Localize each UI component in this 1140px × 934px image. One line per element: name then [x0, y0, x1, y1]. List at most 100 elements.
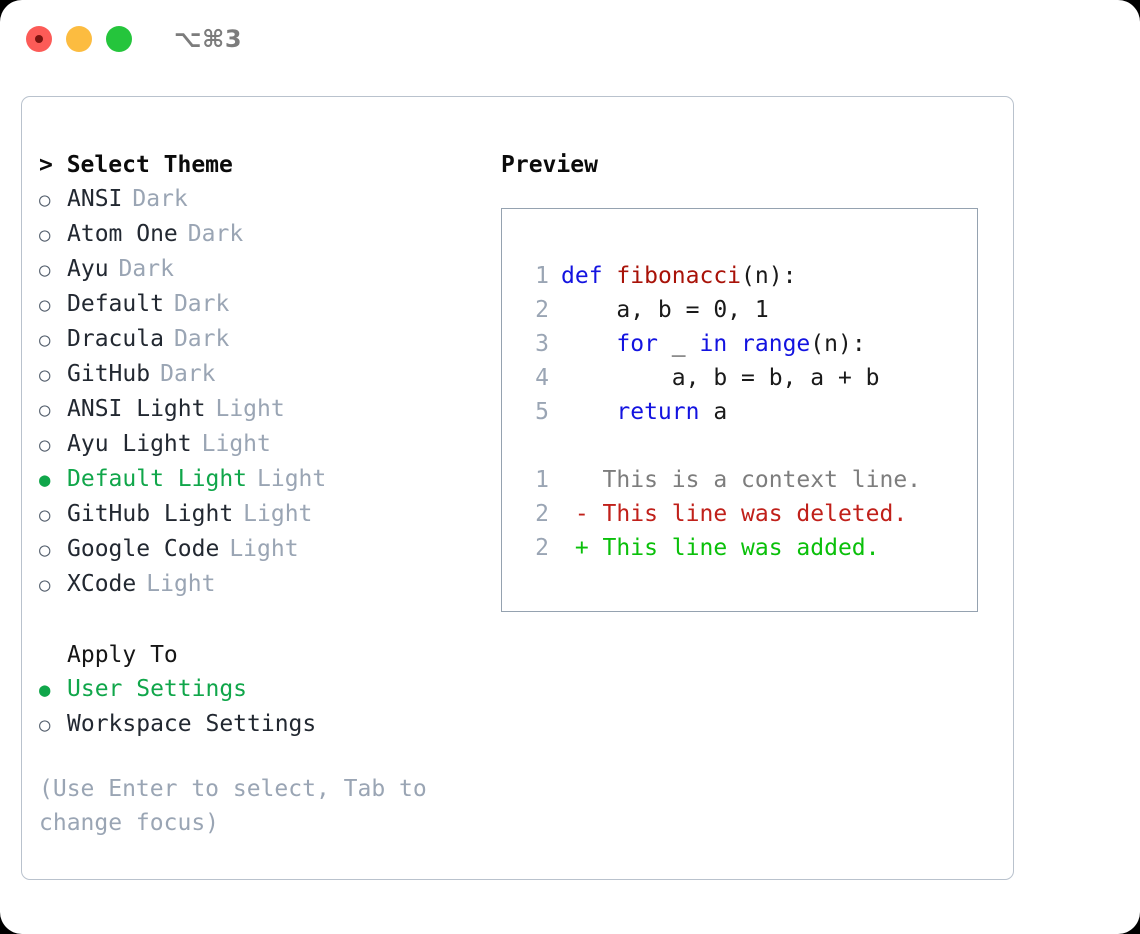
- theme-name-label: XCode: [67, 571, 137, 597]
- theme-list-item[interactable]: ○ Google Code Light: [39, 532, 489, 567]
- select-theme-heading-label: Select Theme: [66, 152, 233, 178]
- theme-name-label: GitHub Light: [67, 501, 234, 527]
- theme-list-item[interactable]: ○ Ayu Dark: [39, 252, 489, 287]
- theme-variant-badge: Light: [201, 431, 271, 457]
- zoom-button-icon[interactable]: [106, 26, 132, 52]
- theme-list-item[interactable]: ○ GitHub Light Light: [39, 497, 489, 532]
- theme-variant-badge: Light: [229, 536, 299, 562]
- code-line: 5 return a: [515, 395, 921, 429]
- traffic-lights: [26, 26, 132, 52]
- radio-unselected-icon: ○: [39, 224, 51, 246]
- theme-variant-badge: Light: [215, 396, 285, 422]
- theme-variant-badge: Dark: [132, 186, 188, 212]
- select-theme-heading: > Select Theme: [39, 148, 489, 182]
- line-number: 4: [535, 365, 549, 391]
- code-line: 2 a, b = 0, 1: [515, 293, 921, 327]
- theme-name-label: Google Code: [67, 536, 220, 562]
- radio-unselected-icon: ○: [39, 539, 51, 561]
- code-line-content: a, b = 0, 1: [561, 293, 769, 327]
- radio-unselected-icon: ○: [39, 294, 51, 316]
- theme-name-label: ANSI: [67, 186, 123, 212]
- code-token: range: [741, 331, 811, 357]
- line-number: 1: [535, 467, 549, 493]
- theme-variant-badge: Light: [257, 466, 327, 492]
- theme-list-item[interactable]: ○ Ayu Light Light: [39, 427, 489, 462]
- keyboard-shortcut-label: ⌥⌘3: [174, 25, 243, 53]
- theme-name-label: Default: [67, 291, 164, 317]
- radio-unselected-icon: ○: [39, 189, 51, 211]
- apply-to-heading: Apply To: [67, 642, 178, 668]
- theme-list-item[interactable]: ○ ANSI Dark: [39, 182, 489, 217]
- theme-variant-badge: Light: [243, 501, 313, 527]
- theme-name-label: ANSI Light: [67, 396, 206, 422]
- line-number: 1: [535, 263, 549, 289]
- title-bar: ⌥⌘3: [0, 0, 1140, 78]
- diff-marker: [561, 463, 603, 497]
- theme-name-label: Default Light: [67, 466, 248, 492]
- radio-unselected-icon: ○: [39, 504, 51, 526]
- diff-line: 2 + This line was added.: [515, 531, 921, 565]
- theme-variant-badge: Dark: [173, 291, 230, 317]
- radio-unselected-icon: ○: [39, 329, 51, 351]
- theme-name-label: Dracula: [67, 326, 164, 352]
- apply-to-label: User Settings: [67, 676, 248, 702]
- code-token: for: [616, 331, 658, 357]
- diff-marker: -: [561, 501, 603, 527]
- code-line-content: a, b = b, a + b: [561, 361, 880, 395]
- keyboard-hint-text: (Use Enter to select, Tab to change focu…: [39, 776, 441, 836]
- code-token: fibonacci: [616, 263, 742, 289]
- hint-gap: [39, 742, 489, 772]
- radio-unselected-icon: ○: [39, 434, 51, 456]
- theme-list-item[interactable]: ○ Dracula Dark: [39, 322, 489, 357]
- focus-caret-icon: >: [39, 152, 67, 178]
- code-token: in: [699, 331, 728, 357]
- code-token: a, b = 0, 1: [616, 297, 769, 323]
- apply-to-list: ● User Settings ○Workspace Settings: [39, 672, 489, 742]
- apply-to-list-item[interactable]: ● User Settings: [39, 672, 489, 707]
- line-number: 2: [535, 535, 549, 561]
- theme-name-label: GitHub: [67, 361, 151, 387]
- radio-selected-icon: ●: [39, 679, 51, 701]
- code-token: _: [657, 331, 700, 357]
- diff-line: 2 - This line was deleted.: [515, 497, 921, 531]
- close-button-icon[interactable]: [26, 26, 52, 52]
- diff-text: This is a context line.: [602, 467, 922, 493]
- code-line-content: def fibonacci(n):: [561, 259, 796, 293]
- minimize-button-icon[interactable]: [66, 26, 92, 52]
- theme-name-label: Ayu: [67, 256, 109, 282]
- apply-to-list-item[interactable]: ○Workspace Settings: [39, 707, 489, 742]
- diff-marker: +: [561, 535, 603, 561]
- code-token: def: [561, 263, 603, 289]
- code-token: (n):: [741, 263, 797, 289]
- radio-unselected-icon: ○: [39, 714, 51, 736]
- code-token: a: [699, 399, 728, 425]
- theme-list-item[interactable]: ○ Default Dark: [39, 287, 489, 322]
- line-number: 5: [535, 399, 549, 425]
- section-gap: [39, 602, 489, 638]
- line-number: 2: [535, 501, 549, 527]
- code-token: a, b = b, a + b: [671, 365, 880, 391]
- radio-unselected-icon: ○: [39, 259, 51, 281]
- code-blank-line: [515, 429, 921, 463]
- code-token: (n):: [810, 331, 866, 357]
- theme-variant-badge: Dark: [173, 326, 230, 352]
- radio-selected-icon: ●: [39, 469, 51, 491]
- code-token: [603, 263, 617, 289]
- radio-unselected-icon: ○: [39, 364, 51, 386]
- theme-list-item[interactable]: ● Default Light Light: [39, 462, 489, 497]
- diff-text: This line was added.: [602, 535, 880, 561]
- theme-variant-badge: Dark: [187, 221, 244, 247]
- theme-name-label: Ayu Light: [67, 431, 192, 457]
- code-token: return: [616, 399, 700, 425]
- theme-variant-badge: Dark: [118, 256, 174, 282]
